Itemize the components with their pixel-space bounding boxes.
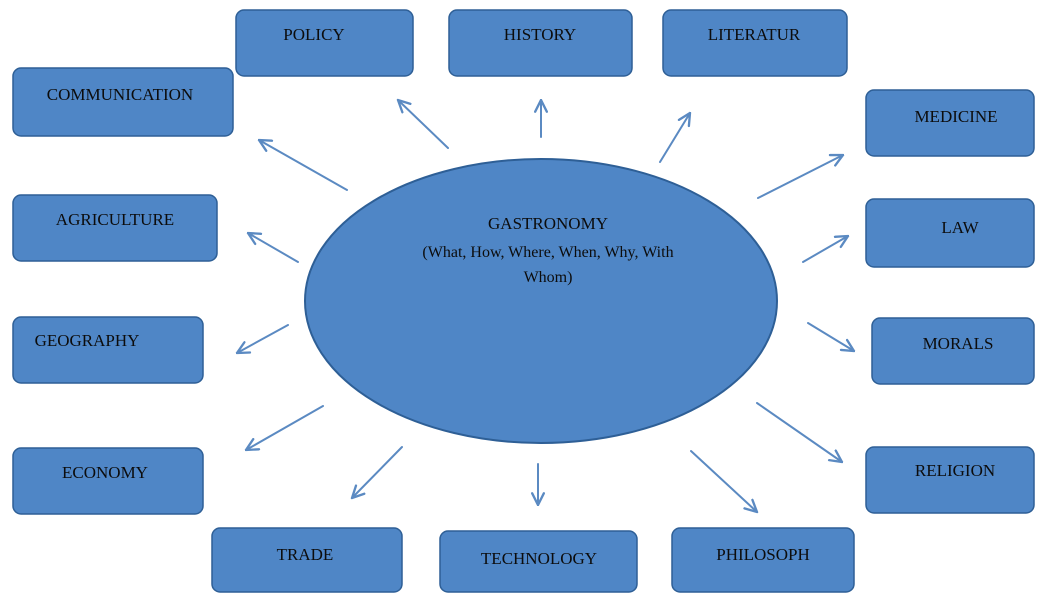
node-box-religion [865,446,1035,514]
node-box-medicine [865,89,1035,157]
node-box-technology [439,530,638,593]
node-label-policy: POLICY [283,25,344,44]
node-philosoph: PHILOSOPH [671,527,855,593]
node-label-law: LAW [941,218,979,237]
node-box-law [865,198,1035,268]
node-economy: ECONOMY [12,447,204,515]
node-label-communication: COMMUNICATION [47,85,193,104]
arrow-communication [259,140,348,191]
node-label-history: HISTORY [504,25,576,44]
node-trade: TRADE [211,527,403,593]
center-node: GASTRONOMY (What, How, Where, When, Why,… [304,158,778,444]
node-box-geography [12,316,204,384]
node-label-literatur: LITERATUR [708,25,801,44]
center-ellipse [304,158,778,444]
node-law: LAW [865,198,1035,268]
node-label-philosoph: PHILOSOPH [716,545,810,564]
arrow-trade [352,446,403,498]
arrow-religion [756,402,842,462]
node-geography: GEOGRAPHY [12,316,204,384]
node-label-religion: RELIGION [915,461,995,480]
node-policy: POLICY [235,9,414,77]
center-title: GASTRONOMY [488,214,608,233]
arrow-philosoph [690,450,757,512]
node-box-economy [12,447,204,515]
node-label-agriculture: AGRICULTURE [56,210,174,229]
node-box-literatur [662,9,848,77]
node-history: HISTORY [448,9,633,77]
node-literatur: LITERATUR [662,9,848,77]
arrow-agriculture [248,233,299,263]
node-label-medicine: MEDICINE [914,107,997,126]
node-label-geography: GEOGRAPHY [35,331,140,350]
arrow-geography [237,324,289,353]
arrow-economy [246,405,324,450]
arrow-literatur [659,113,690,163]
arrow-law [802,236,848,263]
node-label-technology: TECHNOLOGY [481,549,597,568]
arrow-medicine [757,155,843,199]
node-religion: RELIGION [865,446,1035,514]
node-label-economy: ECONOMY [62,463,148,482]
node-morals: MORALS [871,317,1035,385]
node-communication: COMMUNICATION [12,67,234,137]
node-box-agriculture [12,194,218,262]
node-agriculture: AGRICULTURE [12,194,218,262]
node-technology: TECHNOLOGY [439,530,638,593]
node-box-trade [211,527,403,593]
node-box-history [448,9,633,77]
node-box-philosoph [671,527,855,593]
center-subtitle-line1: (What, How, Where, When, Why, With [422,244,673,261]
center-subtitle-line2: Whom) [524,269,573,286]
arrow-morals [807,322,854,351]
node-label-morals: MORALS [923,334,994,353]
node-label-trade: TRADE [277,545,334,564]
arrows [237,100,854,512]
node-box-policy [235,9,414,77]
node-medicine: MEDICINE [865,89,1035,157]
node-box-communication [12,67,234,137]
node-box-morals [871,317,1035,385]
arrow-policy [398,100,449,149]
